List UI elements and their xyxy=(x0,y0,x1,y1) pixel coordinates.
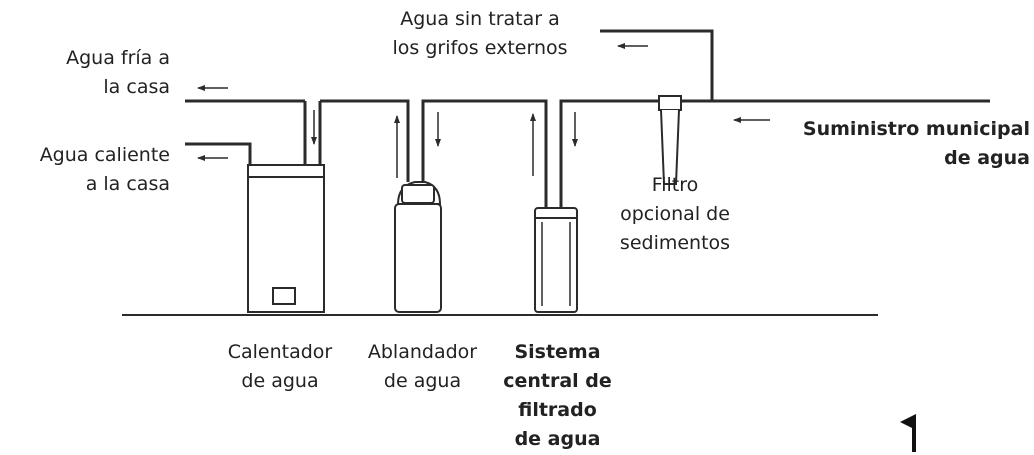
hot-water-line1: Agua caliente xyxy=(39,144,170,166)
pipe-heater-loop xyxy=(303,101,322,168)
softener-label: Ablandador de agua xyxy=(350,338,495,396)
pipe-softener-out xyxy=(421,99,548,208)
cold-water-line2: la casa xyxy=(103,76,170,98)
water-heater xyxy=(247,164,325,313)
municipal-line1: Suministro municipal xyxy=(802,118,1030,140)
central-line1: Sistema xyxy=(514,341,601,363)
softener-line1: Ablandador xyxy=(367,341,478,363)
water-heater-label: Calentador de agua xyxy=(210,338,350,396)
untreated-line2: los grifos externos xyxy=(392,37,568,59)
sediment-filter-label: Filtro opcional de sedimentos xyxy=(600,171,750,258)
hot-water-pipe xyxy=(185,142,252,168)
central-filter-system xyxy=(534,207,578,313)
central-line4: de agua xyxy=(514,428,601,450)
hot-water-label: Agua caliente a la casa xyxy=(5,141,170,199)
sediment-line3: sedimentos xyxy=(619,232,731,254)
sediment-line2: opcional de xyxy=(620,203,730,225)
sediment-filter xyxy=(658,95,682,185)
flow-arrows xyxy=(197,43,770,178)
central-line2: central de xyxy=(503,370,612,392)
central-line3: filtrado xyxy=(518,399,597,421)
heater-line1: Calentador xyxy=(227,341,333,363)
untreated-water-label: Agua sin tratar a los grifos externos xyxy=(360,5,600,63)
sediment-line1: Filtro xyxy=(651,174,699,196)
water-softener xyxy=(394,181,442,313)
heater-line2: de agua xyxy=(241,370,319,392)
untreated-line1: Agua sin tratar a xyxy=(400,8,560,30)
pipe-untreated-branch xyxy=(600,29,714,101)
pipe-central-out xyxy=(559,99,663,208)
municipal-supply-label: Suministro municipal de agua xyxy=(775,115,1030,173)
cold-water-label: Agua fría a la casa xyxy=(20,44,170,102)
softener-line2: de agua xyxy=(383,370,462,392)
pipe-top-heater-softener xyxy=(320,99,410,182)
cold-water-line1: Agua fría a xyxy=(66,47,170,69)
central-filter-label: Sistema central de filtrado de agua xyxy=(495,338,620,454)
municipal-line2: de agua xyxy=(944,147,1030,169)
hot-water-line2: a la casa xyxy=(85,173,170,195)
